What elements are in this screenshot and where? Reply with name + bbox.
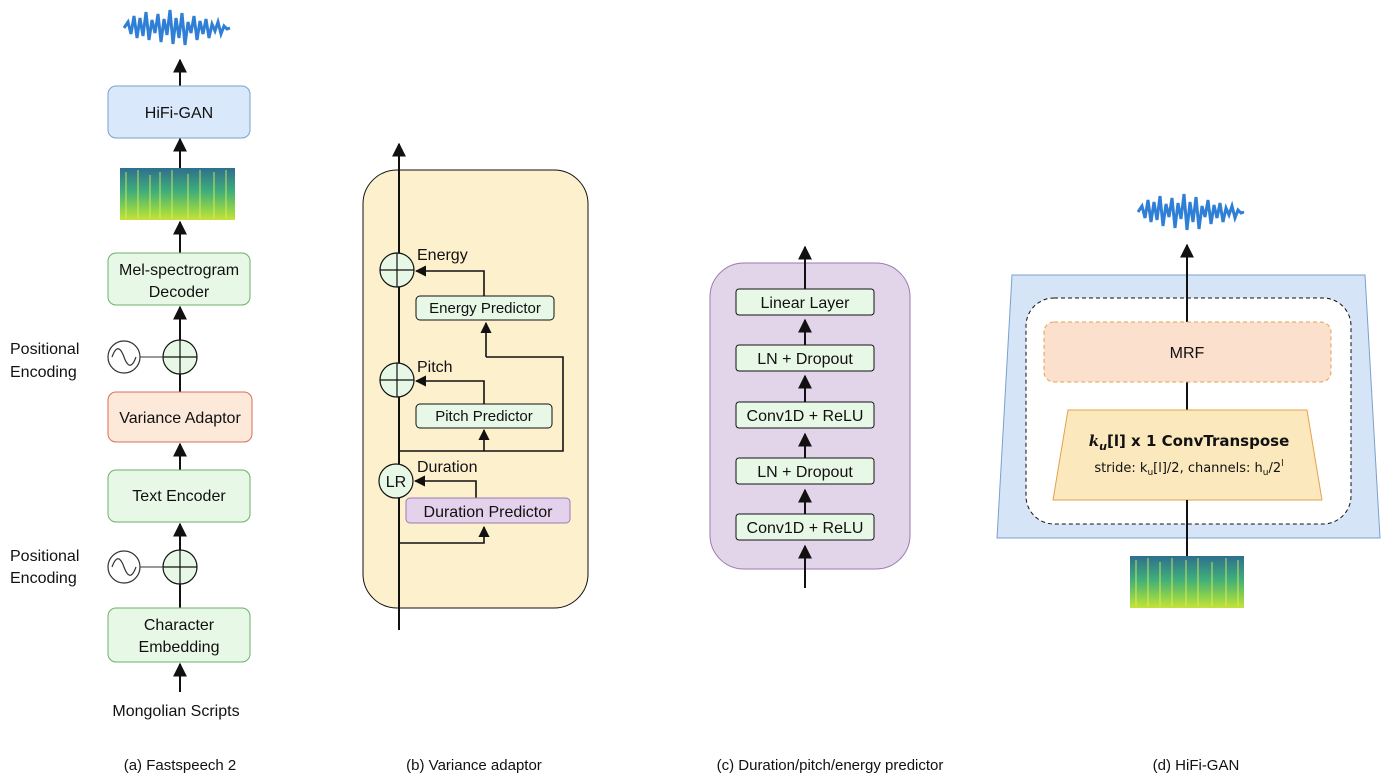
char-embedding-label-2: Embedding [139, 639, 220, 656]
panel-d-hifigan: MRF ku[l] x 1 ConvTranspose stride: ku[l… [996, 193, 1381, 774]
predictor-layer-1-label: Linear Layer [761, 295, 851, 312]
duration-label: Duration [417, 459, 477, 476]
mel-decoder-label-2: Decoder [149, 284, 210, 301]
positional-encoding-top-1: Positional [10, 341, 79, 358]
hifigan-label: HiFi-GAN [145, 105, 213, 122]
variance-adaptor-label: Variance Adaptor [119, 410, 241, 427]
waveform-output-a [122, 9, 231, 46]
panel-c-predictor: Conv1D + ReLU LN + Dropout Conv1D + ReLU… [709, 245, 944, 774]
caption-a: (a) Fastspeech 2 [124, 757, 237, 774]
input-label: Mongolian Scripts [112, 703, 239, 720]
predictor-layer-5-label: Conv1D + ReLU [747, 520, 864, 537]
positional-encoding-top-2: Encoding [10, 364, 77, 381]
mel-spectrogram-image-d [1130, 556, 1244, 608]
convtranspose-box [1052, 409, 1323, 501]
waveform-output-d [1136, 193, 1245, 231]
caption-b: (b) Variance adaptor [406, 757, 542, 774]
mel-decoder-label-1: Mel-spectrogram [119, 262, 239, 279]
convtranspose-detail: stride: ku[l]/2, channels: hu/2l [1094, 459, 1283, 478]
text-encoder-box [107, 469, 251, 523]
caption-c: (c) Duration/pitch/energy predictor [717, 757, 944, 774]
duration-predictor-box [405, 497, 571, 524]
caption-d: (d) HiFi-GAN [1153, 757, 1240, 774]
predictor-layer-2-label: LN + Dropout [757, 351, 853, 368]
predictor-layer-3-label: Conv1D + ReLU [747, 408, 864, 425]
pitch-predictor-label: Pitch Predictor [435, 408, 533, 425]
mel-spectrogram-image-a [120, 168, 235, 220]
energy-predictor-box [415, 295, 555, 321]
variance-adaptor-box [107, 391, 253, 443]
energy-label: Energy [417, 247, 468, 264]
pitch-label: Pitch [417, 359, 453, 376]
lr-label: LR [386, 474, 406, 491]
predictor-layer-4-label: LN + Dropout [757, 464, 853, 481]
lr-node [378, 463, 414, 499]
panel-b-variance-adaptor: Energy Energy Predictor Pitch Pitch Pred… [362, 142, 589, 774]
text-encoder-label: Text Encoder [132, 488, 226, 505]
char-embedding-label-1: Character [144, 617, 215, 634]
panel-a-fastspeech2: HiFi-GAN Mel-spectrogram Decoder Positio… [10, 9, 253, 774]
energy-predictor-label: Energy Predictor [429, 300, 541, 317]
pitch-predictor-box [415, 403, 553, 429]
positional-encoding-bottom-1: Positional [10, 548, 79, 565]
positional-encoding-bottom-2: Encoding [10, 570, 77, 587]
char-embedding-box [107, 607, 251, 663]
mrf-label: MRF [1170, 345, 1205, 362]
mrf-box [1043, 321, 1332, 383]
duration-predictor-label: Duration Predictor [424, 504, 554, 521]
convtranspose-title: ku[l] x 1 ConvTranspose [1089, 432, 1290, 453]
mel-decoder-box [107, 252, 251, 306]
